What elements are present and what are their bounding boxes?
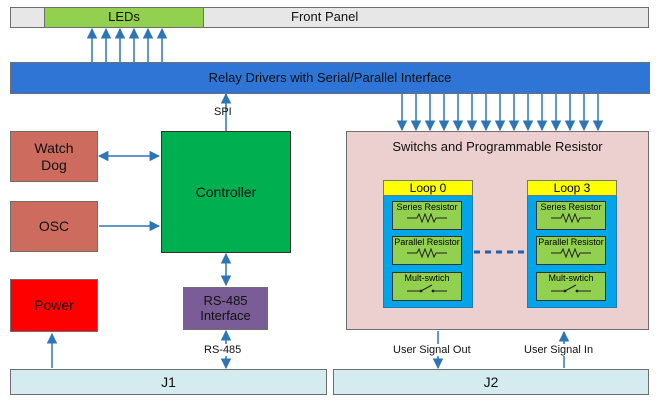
loop-title-3: Loop 3 <box>527 180 617 196</box>
loop-title-text: Loop 0 <box>409 181 447 195</box>
series-resistor-label: Series Resistor <box>540 202 602 212</box>
resistor-icon <box>407 248 447 258</box>
switch-icon <box>407 284 447 293</box>
parallel-resistor-box: Parallel Resistor <box>392 236 462 265</box>
j1-connector: J1 <box>10 369 327 395</box>
series-resistor-box: Series Resistor <box>392 201 462 230</box>
mult-switch-box: Mult-swtich <box>536 272 606 301</box>
signal-out-label: User Signal Out <box>393 344 471 356</box>
relay-drivers-bar: Relay Drivers with Serial/Parallel Inter… <box>10 62 650 94</box>
switch-icon <box>551 284 591 293</box>
relay-drivers-label: Relay Drivers with Serial/Parallel Inter… <box>208 69 452 85</box>
j2-label: J2 <box>483 373 499 390</box>
resistor-icon <box>551 248 591 258</box>
watchdog-label: Watch Dog <box>34 140 74 173</box>
series-resistor-label: Series Resistor <box>396 202 458 212</box>
mult-switch-label: Mult-swtich <box>548 273 594 283</box>
mult-switch-label: Mult-swtich <box>404 273 450 283</box>
switches-panel-title: Switchs and Programmable Resistor <box>392 139 603 154</box>
resistor-icon <box>551 213 591 223</box>
spi-label: SPI <box>214 106 232 118</box>
rs485-interface-label: RS-485 Interface <box>200 292 251 323</box>
signal-in-label: User Signal In <box>524 344 594 356</box>
front-panel-title: Front Panel <box>291 9 359 24</box>
loop-title-0: Loop 0 <box>383 180 473 196</box>
loop-title-text: Loop 3 <box>553 181 591 195</box>
parallel-resistor-label: Parallel Resistor <box>394 237 460 247</box>
resistor-icon <box>407 213 447 223</box>
parallel-resistor-box: Parallel Resistor <box>536 236 606 265</box>
rs485-bus-label: RS-485 <box>204 344 242 356</box>
j2-connector: J2 <box>333 369 649 395</box>
controller-block: Controller <box>161 131 291 253</box>
series-resistor-box: Series Resistor <box>536 201 606 230</box>
rs485-interface-block: RS-485 Interface <box>183 287 268 330</box>
osc-block: OSC <box>10 201 98 252</box>
power-label: Power <box>34 297 74 314</box>
watchdog-block: Watch Dog <box>10 131 98 182</box>
osc-label: OSC <box>38 218 70 235</box>
j1-label: J1 <box>161 373 176 390</box>
leds-block: LEDs <box>44 7 204 28</box>
leds-label: LEDs <box>108 9 140 25</box>
controller-label: Controller <box>195 183 257 200</box>
mult-switch-box: Mult-swtich <box>392 272 462 301</box>
power-block: Power <box>10 279 98 332</box>
parallel-resistor-label: Parallel Resistor <box>538 237 604 247</box>
loop-ellipsis <box>474 250 524 254</box>
